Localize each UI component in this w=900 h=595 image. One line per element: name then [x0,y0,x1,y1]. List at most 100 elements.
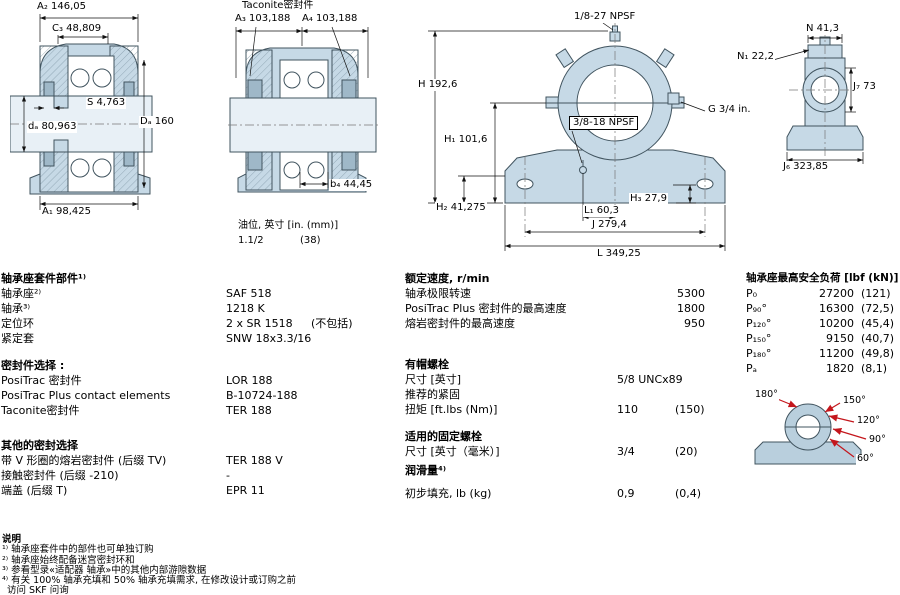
dim-h3-label: H₃ 27,9 [629,193,668,205]
angle-90-label: 90° [868,434,887,446]
load-value-lbf: 1820 [826,362,854,375]
other-seal-label: 带 V 形圈的熔岩密封件 (后缀 TV) [1,454,167,467]
load-value-lbf: 11200 [819,347,854,360]
seals-title: 密封件选择 : [1,358,403,373]
footnote-line: ¹⁾ 轴承座套件中的部件也可单独订购 [2,544,154,556]
elevation-drawing [428,17,726,251]
other-seal-label: 接触密封件 (后缀 -210) [1,469,119,482]
cap-bolt-label: 尺寸 [英寸] [405,373,462,386]
load-label: P₀ [746,287,758,300]
dim-n1-label: N₁ 22,2 [736,51,775,63]
dim-da-outer-label: Dₐ 160 [139,116,175,128]
speed-row: 轴承极限转速 5300 [405,286,705,301]
grease-row: 初步填充, lb (kg) 0,9 (0,4) [405,486,705,501]
seals-title-text: 密封件选择 : [1,359,65,372]
attachment-bolt-value: 3/4 [617,445,635,458]
cap-bolt-value: 5/8 UNCx89 [617,373,683,386]
footnote-line: 访问 SKF 问询 [7,585,69,595]
footnotes: 说明 ¹⁾ 轴承座套件中的部件也可单独订购 ²⁾ 轴承座始终配备迷宫密封环和 ³… [2,534,297,595]
component-row: 轴承座²⁾ SAF 518 [1,286,403,301]
taconite-title: Taconite密封件 [241,0,315,12]
components-title-text: 轴承座套件部件¹⁾ [1,272,86,285]
footnote-line: ⁴⁾ 有关 100% 轴承充填和 50% 轴承充填需求, 在修改设计或订购之前 [2,575,297,587]
cap-bolts-title: 有帽螺栓 [405,357,705,372]
dim-c3-label: C₃ 48,809 [51,23,103,35]
speeds-title-text: 额定速度, r/min [405,272,490,285]
end-view-drawing [772,28,864,164]
dim-a4-label: A₄ 103,188 [301,13,359,25]
oil-level-label: 油位, 英寸 [in. (mm)] [237,220,340,232]
seal-label: PosiTrac 密封件 [1,374,82,387]
component-value: 2 x SR 1518 [226,317,293,330]
other-seal-value: EPR 11 [226,484,265,497]
dim-a3-label: A₃ 103,188 [234,13,292,25]
load-row: P₁₂₀° 10200 (45,4) [746,316,900,331]
seal-value: LOR 188 [226,374,273,387]
grease-title-text: 润滑量⁴⁾ [405,464,446,477]
other-seal-row: 带 V 形圈的熔岩密封件 (后缀 TV) TER 188 V [1,453,403,468]
grease-value-alt: (0,4) [675,487,702,500]
components-title: 轴承座套件部件¹⁾ [1,271,403,286]
speeds-title: 额定速度, r/min [405,271,705,286]
dim-h1-label: H₁ 101,6 [443,134,489,146]
speed-row: PosiTrac Plus 密封件的最高速度 1800 [405,301,705,316]
speed-value: 950 [684,317,705,330]
load-label: P₁₈₀° [746,347,772,360]
dim-a1-label: A₁ 98,425 [41,206,93,218]
grease-value: 0,9 [617,487,635,500]
seal-label: Taconite密封件 [1,404,80,417]
speed-row: 熔岩密封件的最高速度 950 [405,316,705,331]
cap-bolts-title-text: 有帽螺栓 [405,358,449,371]
dim-b4-label: b₄ 44,45 [329,179,374,191]
cap-bolt-row: 推荐的紧固 [405,387,705,402]
dim-h-label: H 192,6 [417,79,459,91]
attachment-bolt-row: 尺寸 [英寸（毫米）] 3/4 (20) [405,444,705,459]
angle-150-label: 150° [842,395,867,407]
speed-label: 熔岩密封件的最高速度 [405,317,515,330]
dim-j7-label: J₇ 73 [852,81,877,93]
dim-j-label: J 279,4 [591,219,628,231]
load-label: P₉₀° [746,302,767,315]
load-row: P₁₈₀° 11200 (49,8) [746,346,900,361]
component-label: 轴承座²⁾ [1,287,42,300]
load-value-kn: (72,5) [861,302,895,315]
load-value-lbf: 10200 [819,317,854,330]
load-label: Pₐ [746,362,757,375]
load-value-kn: (8,1) [861,362,888,375]
load-value-kn: (49,8) [861,347,895,360]
dim-l-label: L 349,25 [596,248,642,260]
load-value-kn: (45,4) [861,317,895,330]
dim-j6-label: J₆ 323,85 [782,161,830,173]
attachment-bolt-value-alt: (20) [675,445,698,458]
seal-value: B-10724-188 [226,389,298,402]
angle-180-label: 180° [754,389,779,401]
oil-level-value-mm: (38) [299,235,322,247]
footnotes-title: 说明 [2,534,22,545]
dim-l1-label: L₁ 60,3 [583,205,621,217]
component-label: 紧定套 [1,332,34,345]
other-seal-row: 接触密封件 (后缀 -210) - [1,468,403,483]
component-value: SAF 518 [226,287,272,300]
load-label: P₁₂₀° [746,317,772,330]
component-value: 1218 K [226,302,265,315]
speed-label: PosiTrac Plus 密封件的最高速度 [405,302,567,315]
dim-a2-label: A₂ 146,05 [36,1,88,13]
other-seal-row: 端盖 (后缀 T) EPR 11 [1,483,403,498]
load-value-lbf: 9150 [826,332,854,345]
component-row: 轴承³⁾ 1218 K [1,301,403,316]
component-label: 定位环 [1,317,34,330]
cap-bolt-value-alt: (150) [675,403,705,416]
angle-120-label: 120° [856,415,881,427]
load-row: P₉₀° 16300 (72,5) [746,301,900,316]
oil-level-value: 1.1/2 [237,235,265,247]
other-seal-label: 端盖 (后缀 T) [1,484,68,497]
load-value-kn: (40,7) [861,332,895,345]
dim-npsf-side-label: 3/8-18 NPSF [569,116,639,130]
speed-value: 5300 [677,287,705,300]
dim-da-bore-label: dₐ 80,963 [27,121,78,133]
cap-bolt-value [617,387,675,402]
seal-row: PosiTrac 密封件 LOR 188 [1,373,403,388]
other-seal-value: - [226,469,230,482]
load-value-lbf: 16300 [819,302,854,315]
front-section-drawing [10,14,158,210]
